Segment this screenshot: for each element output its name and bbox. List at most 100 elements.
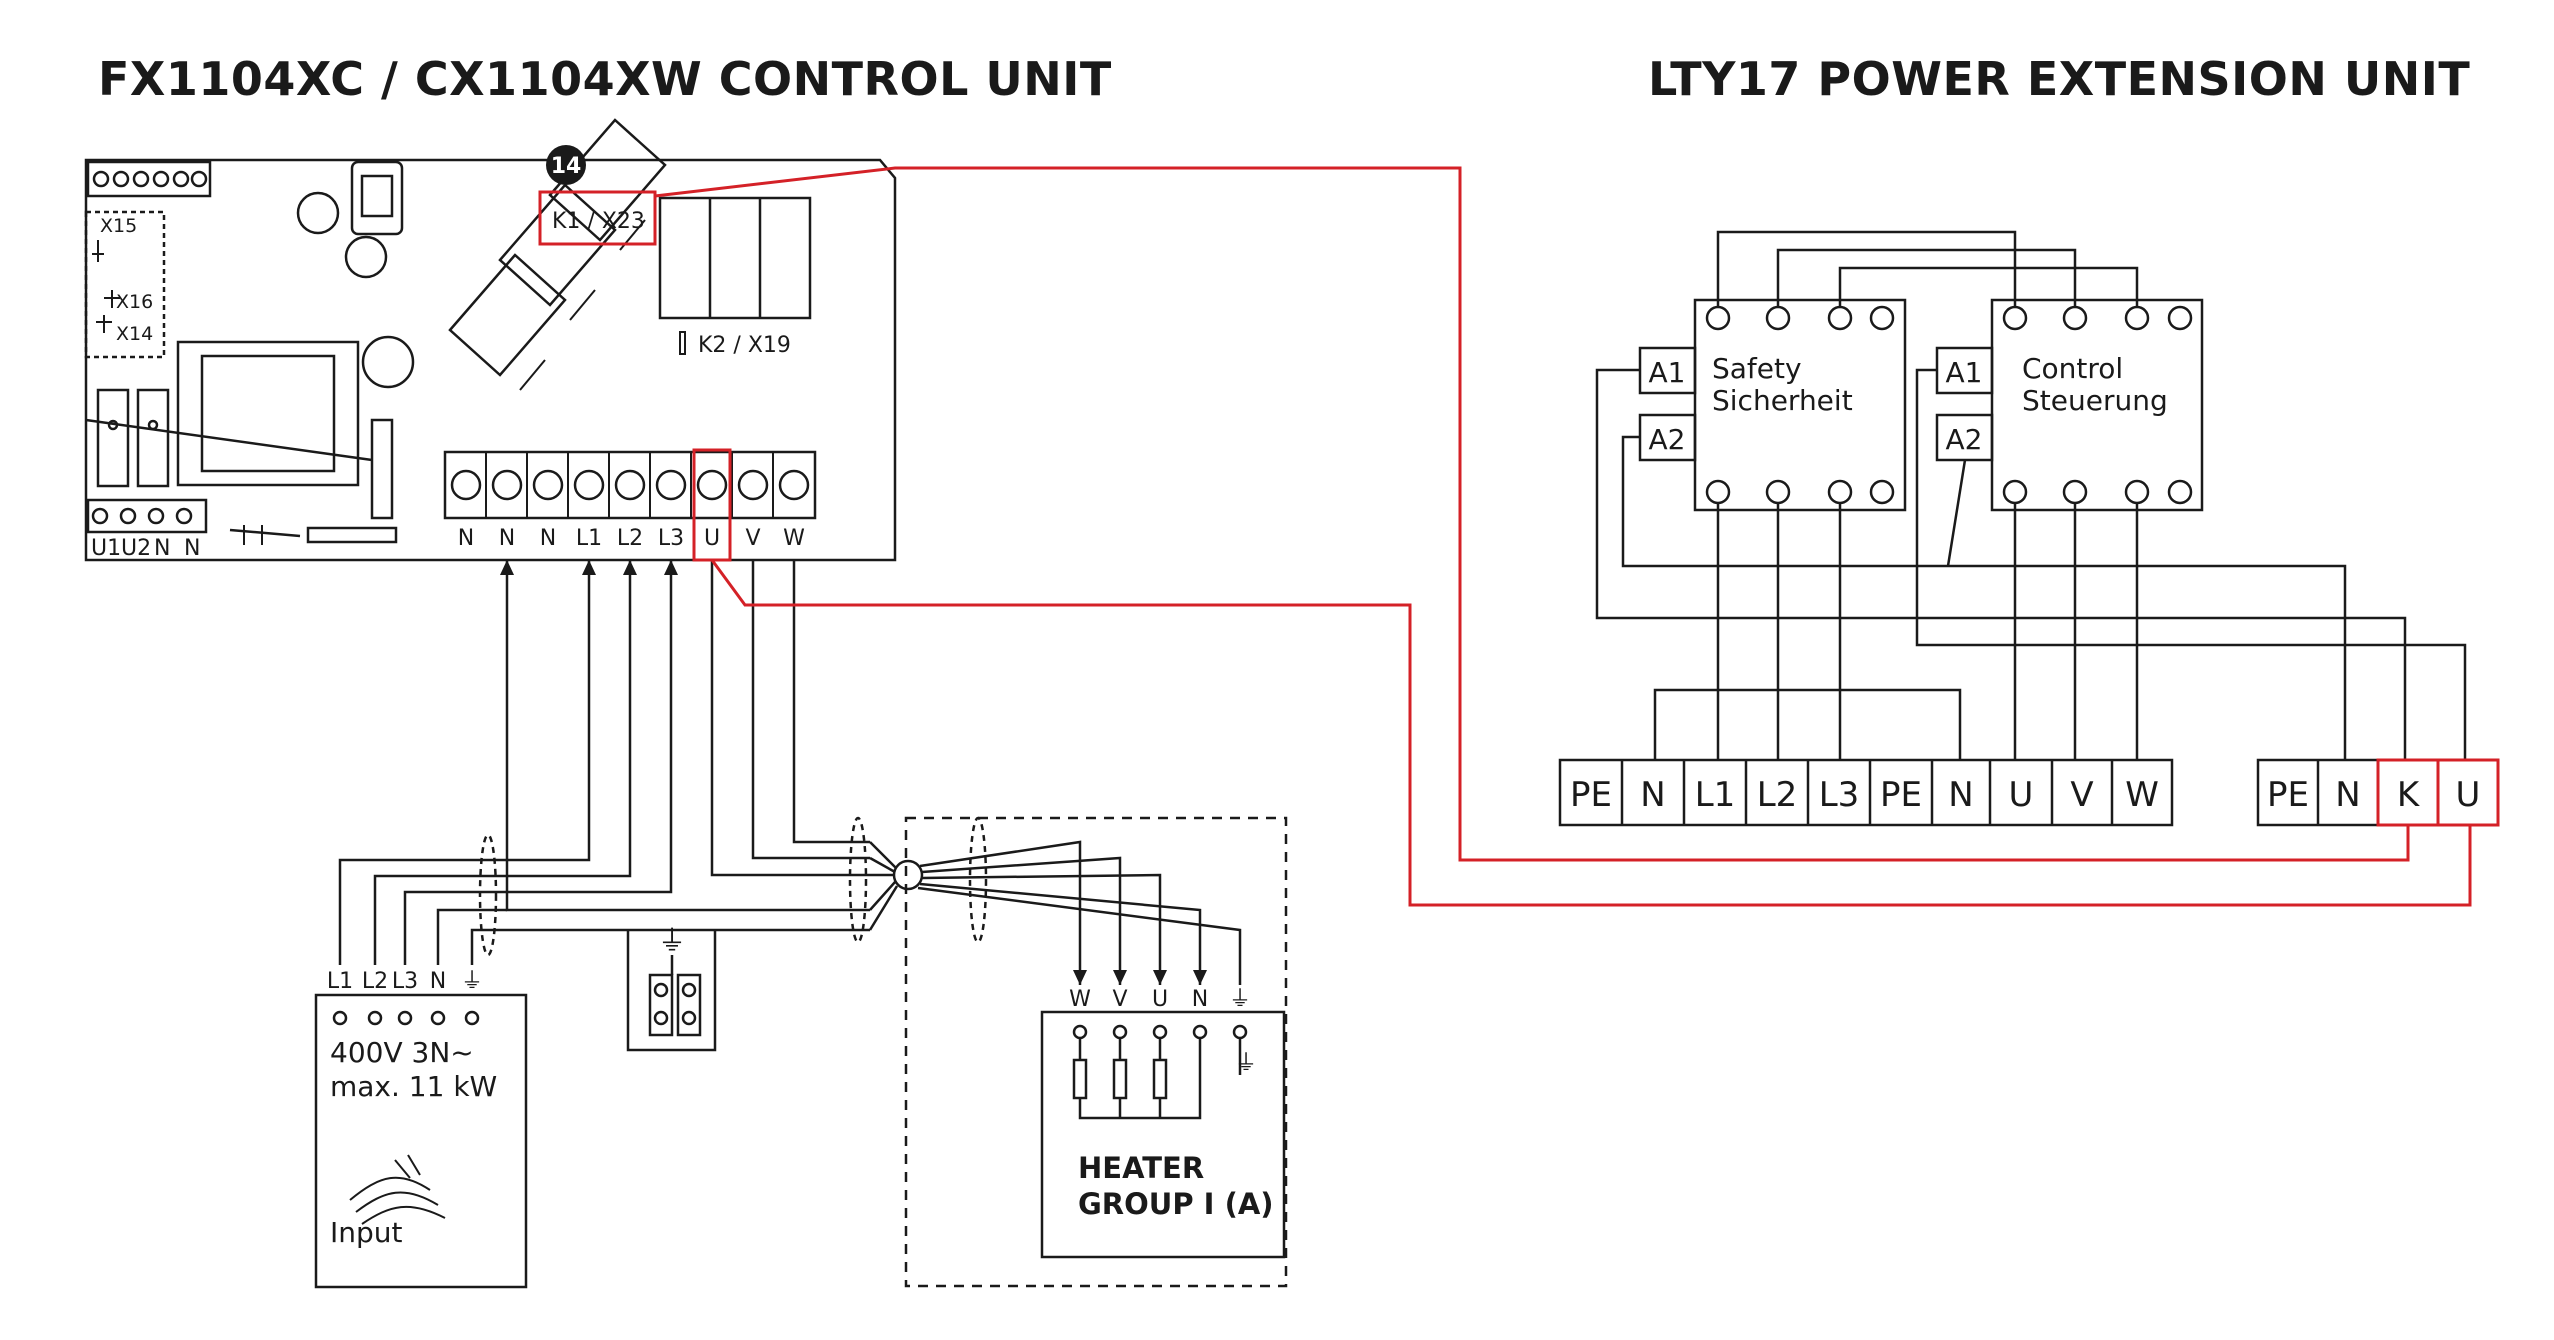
- terminal-label-w: W: [783, 526, 805, 551]
- terminal-label-n2: N: [499, 526, 515, 551]
- input-label-pe: ⏚: [461, 969, 483, 994]
- heater-label-v: V: [1112, 987, 1127, 1012]
- supply-arrows: [500, 560, 1207, 985]
- input-label-l1: L1: [327, 969, 353, 994]
- ext-label-pe2: PE: [1880, 775, 1922, 815]
- plug-icon: [349, 1154, 446, 1225]
- heater-terminals: [1072, 1024, 1248, 1040]
- fuse: [370, 418, 394, 520]
- heater-dashed-frame: [904, 816, 1288, 1288]
- terminal-label-l2: L2: [617, 526, 643, 551]
- heater-box: [1040, 1010, 1286, 1259]
- relay-k2: [658, 196, 812, 320]
- capacitor-1: [296, 191, 340, 235]
- rj-socket: [350, 160, 404, 236]
- x16-label: X16: [116, 291, 153, 313]
- top-terminal-strip: [86, 160, 212, 198]
- capacitor-3: [361, 335, 415, 389]
- heater-label-line2: GROUP I (A): [1078, 1187, 1274, 1221]
- u2-label: U2: [121, 536, 151, 561]
- safety-relay: [1693, 298, 1907, 512]
- transformer: [176, 340, 360, 487]
- safety-a2-label: A2: [1649, 423, 1686, 456]
- u-aux-terminal-highlight: [2436, 758, 2500, 827]
- input-label-n: N: [430, 969, 446, 994]
- k1-to-k-wire: [654, 166, 2410, 862]
- input-spec-power: max. 11 kW: [330, 1070, 497, 1103]
- control-relay-label-1: Control: [2022, 352, 2123, 385]
- ext-label-w: W: [2125, 775, 2159, 815]
- safety-relay-label-1: Safety: [1712, 352, 1802, 385]
- fuse-holder-1: [96, 388, 130, 488]
- junction: [892, 859, 924, 891]
- input-label-l2: L2: [362, 969, 388, 994]
- ext-label-n2: N: [1948, 775, 1973, 815]
- heater-ground-symbol: ⏚: [1235, 1051, 1257, 1076]
- extension-unit-title: LTY17 POWER EXTENSION UNIT: [1648, 52, 2471, 106]
- fuse-holder-2: [136, 388, 170, 488]
- input-terminal-labels: L1 L2 L3 N ⏚: [327, 969, 483, 994]
- input-label-l3: L3: [392, 969, 418, 994]
- main-terminal-labels: N N N L1 L2 L3 U V W: [458, 526, 805, 551]
- input-label: Input: [330, 1216, 403, 1249]
- bottom-left-terminal-strip: [86, 498, 208, 534]
- ext-label-pe1: PE: [1570, 775, 1612, 815]
- ext-aux-label-k: K: [2397, 775, 2421, 815]
- ext-label-u: U: [2009, 775, 2034, 815]
- relay-k1-label: K1 / X23: [552, 209, 645, 234]
- input-box: [314, 993, 528, 1289]
- extension-terminal-block: [1558, 758, 2174, 827]
- control-a2-label: A2: [1946, 423, 1983, 456]
- safety-a1-label: A1: [1649, 356, 1686, 389]
- n2-label: N: [184, 536, 200, 561]
- ext-label-l3: L3: [1819, 775, 1860, 815]
- heater-label-pe: ⏚: [1229, 987, 1251, 1012]
- heater-label-u: U: [1152, 987, 1168, 1012]
- capacitor-2: [344, 235, 388, 279]
- x-connector-area: [84, 210, 166, 359]
- n1-label: N: [154, 536, 170, 561]
- ext-aux-label-u: U: [2456, 775, 2481, 815]
- supply-wires: [338, 560, 870, 965]
- heater-wires: [917, 840, 1242, 985]
- terminal-label-l3: L3: [658, 526, 684, 551]
- u1-label: U1: [91, 536, 121, 561]
- ext-aux-label-n: N: [2335, 775, 2360, 815]
- control-relay-label-2: Steuerung: [2022, 384, 2168, 417]
- heater-label-w: W: [1069, 987, 1091, 1012]
- main-terminal-block: [443, 450, 817, 520]
- control-relay: [1990, 298, 2204, 512]
- ext-label-v: V: [2070, 775, 2093, 815]
- extension-terminal-labels: PE N L1 L2 L3 PE N U V W PE N K U: [1570, 775, 2480, 815]
- top-terminal-screws: [92, 170, 208, 188]
- relay-k2-label: K2 / X19: [698, 333, 791, 358]
- terminal-label-n1: N: [458, 526, 474, 551]
- ground-terminal: [626, 930, 717, 1052]
- ext-label-l1: L1: [1695, 775, 1736, 815]
- heater-terminal-labels: W V U N ⏚: [1069, 987, 1251, 1012]
- highlight-wires: [538, 166, 2500, 907]
- heater-elements: [1072, 1038, 1242, 1120]
- x14-label: X14: [116, 323, 153, 345]
- heater-label-line1: HEATER: [1078, 1151, 1204, 1185]
- terminal-label-l1: L1: [576, 526, 602, 551]
- badge-14: [546, 145, 586, 185]
- u-to-u-wire: [710, 559, 2472, 907]
- input-spec-voltage: 400V 3N~: [330, 1036, 474, 1069]
- heater-label-n: N: [1192, 987, 1208, 1012]
- control-board-outline: [84, 158, 897, 562]
- safety-relay-label-2: Sicherheit: [1712, 384, 1853, 417]
- terminal-label-u: U: [704, 526, 720, 551]
- control-unit-title: FX1104XC / CX1104XW CONTROL UNIT: [98, 52, 1112, 106]
- ext-aux-label-pe: PE: [2267, 775, 2309, 815]
- control-a1-label: A1: [1946, 356, 1983, 389]
- badge-14-label: 14: [551, 154, 582, 179]
- terminal-label-n3: N: [540, 526, 556, 551]
- k1-highlight: [538, 190, 657, 246]
- ground-symbol-center: ⏚: [658, 924, 686, 957]
- ext-label-l2: L2: [1757, 775, 1798, 815]
- ext-label-n1: N: [1640, 775, 1665, 815]
- input-terminals: [332, 1010, 480, 1026]
- main-terminal-screws: [450, 469, 810, 501]
